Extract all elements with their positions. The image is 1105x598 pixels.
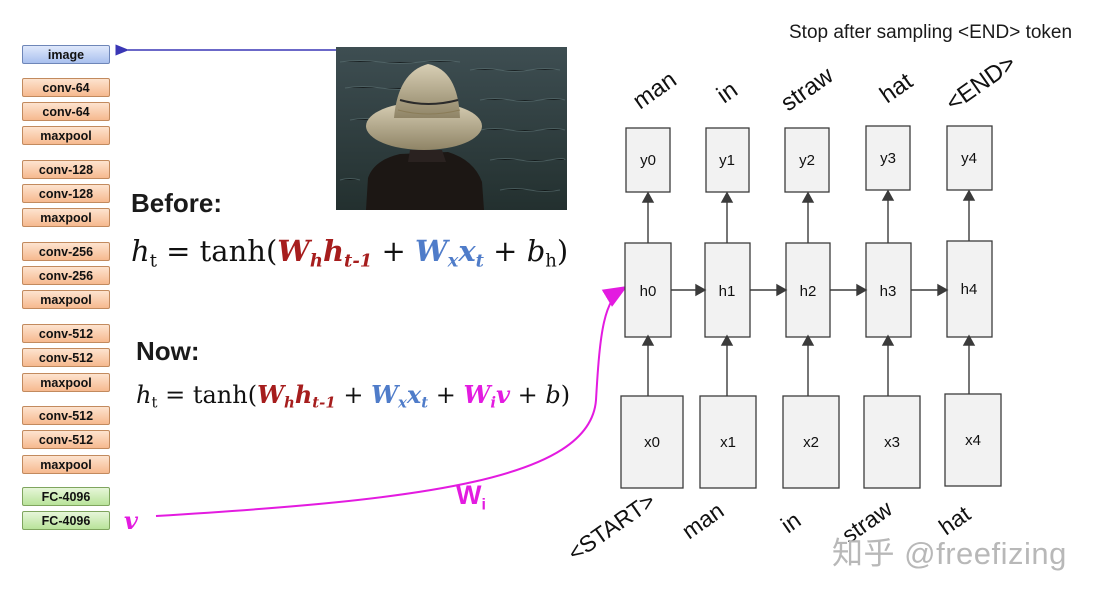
vgg-layer-conv: conv-512 — [22, 348, 110, 367]
hidden-label: h4 — [961, 281, 978, 298]
vgg-layer-conv: conv-512 — [22, 406, 110, 425]
now-equation: ht = tanh(Whht-1 + Wxxt + Wiv + b) — [136, 380, 571, 412]
stop-note: Stop after sampling <END> token — [789, 22, 1073, 43]
vgg-layer-conv: conv-512 — [22, 324, 110, 343]
output-word: straw — [776, 62, 839, 117]
output-word: man — [628, 66, 682, 115]
now-heading: Now: — [136, 336, 200, 366]
output-label: y2 — [799, 152, 815, 169]
input-label: x4 — [965, 432, 981, 449]
input-label: x3 — [884, 434, 900, 451]
vgg-layer-conv: conv-512 — [22, 430, 110, 449]
vgg-layer-image: image — [22, 45, 110, 64]
input-label: x0 — [644, 434, 660, 451]
output-label: y4 — [961, 150, 977, 167]
input-word: in — [776, 507, 806, 539]
input-word: <START> — [563, 487, 660, 566]
wi-connector-arrow — [155, 285, 628, 517]
vgg-layer-fc: FC-4096 — [22, 511, 110, 530]
vgg-layer-maxpool: maxpool — [22, 373, 110, 392]
input-label: x1 — [720, 434, 736, 451]
vgg-layer-conv: conv-256 — [22, 266, 110, 285]
before-heading: Before: — [131, 188, 223, 218]
vgg-layer-conv: conv-128 — [22, 184, 110, 203]
photo-man-in-straw-hat — [336, 47, 567, 210]
vgg-layer-conv: conv-64 — [22, 78, 110, 97]
vgg-layer-maxpool: maxpool — [22, 455, 110, 474]
vgg-layer-maxpool: maxpool — [22, 126, 110, 145]
hidden-label: h0 — [640, 283, 657, 300]
input-box — [863, 395, 921, 489]
hidden-box — [704, 242, 751, 338]
input-box — [699, 395, 757, 489]
vgg-layer-maxpool: maxpool — [22, 290, 110, 309]
hidden-box — [785, 242, 831, 338]
hidden-label: h2 — [800, 283, 817, 300]
vgg-layer-conv: conv-64 — [22, 102, 110, 121]
vgg-layer-fc: FC-4096 — [22, 487, 110, 506]
output-word: in — [712, 76, 743, 109]
input-box — [620, 395, 684, 489]
output-label: y1 — [719, 152, 735, 169]
hidden-label: h3 — [880, 283, 897, 300]
watermark: 知乎 @freefizing — [832, 536, 1067, 571]
output-box — [784, 127, 830, 193]
vgg-layer-maxpool: maxpool — [22, 208, 110, 227]
output-box — [946, 125, 993, 191]
hidden-box — [624, 242, 672, 338]
input-word: man — [677, 497, 729, 544]
v-symbol: v — [124, 506, 138, 535]
vgg-layer-conv: conv-256 — [22, 242, 110, 261]
output-label: y0 — [640, 152, 656, 169]
output-box — [865, 125, 911, 191]
output-word: hat — [875, 67, 918, 108]
wi-label: Wi — [456, 480, 486, 514]
output-word: <END> — [941, 50, 1021, 117]
hidden-label: h1 — [719, 283, 736, 300]
output-label: y3 — [880, 150, 896, 167]
input-box — [944, 393, 1002, 487]
before-equation: ht = tanh(Whht-1 + Wxxt + bh) — [131, 234, 569, 272]
input-label: x2 — [803, 434, 819, 451]
input-box — [782, 395, 840, 489]
output-box — [705, 127, 750, 193]
vgg-layer-conv: conv-128 — [22, 160, 110, 179]
